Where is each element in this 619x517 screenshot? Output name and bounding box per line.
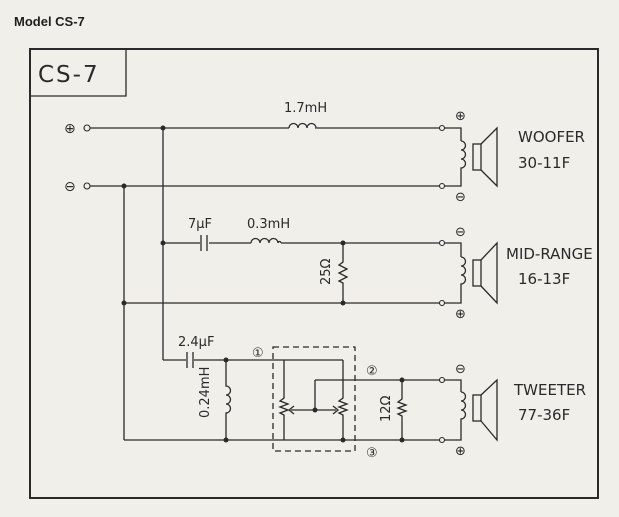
page-heading: Model CS-7 <box>14 14 85 29</box>
tweeter-top-polarity: ⊖ <box>455 362 466 377</box>
midrange-name: MID-RANGE <box>506 245 593 263</box>
diagram-title: CS-7 <box>38 62 100 88</box>
tweeter-inductor-symbol <box>225 360 232 440</box>
title-box <box>31 50 127 97</box>
woofer-model: 30-11F <box>518 154 570 172</box>
midrange-resistor-label: 25Ω <box>319 258 334 285</box>
tweeter-model: 77-36F <box>518 406 570 424</box>
woofer-name: WOOFER <box>518 128 585 146</box>
midrange-inductor-label: 0.3mH <box>247 217 290 232</box>
midrange-model: 16-13F <box>518 270 570 288</box>
woofer-inductor-label: 1.7mH <box>284 101 327 116</box>
woofer-inductor-symbol <box>288 122 318 130</box>
attenuator-terminal-2: ② <box>366 364 378 379</box>
attenuator-terminal-1: ① <box>252 346 264 361</box>
input-positive-terminal: ⊕ <box>64 121 76 137</box>
midrange-top-polarity: ⊖ <box>455 225 466 240</box>
input-negative-terminal: ⊖ <box>64 179 76 195</box>
tweeter-inductor-label: 0.24mH <box>198 367 213 418</box>
woofer-top-polarity: ⊕ <box>455 109 466 124</box>
midrange-capacitor-symbol <box>200 235 208 251</box>
tweeter-capacitor-symbol <box>186 352 194 368</box>
diagram-frame <box>29 48 599 499</box>
woofer-speaker-icon <box>460 126 498 188</box>
attenuator-box <box>272 346 356 452</box>
tweeter-capacitor-label: 2.4μF <box>178 335 214 350</box>
tweeter-speaker-icon <box>460 378 498 442</box>
midrange-capacitor-label: 7μF <box>188 217 212 232</box>
midrange-inductor-symbol <box>250 237 282 244</box>
midrange-speaker-icon <box>460 241 498 305</box>
attenuator-terminal-3: ③ <box>366 446 378 461</box>
tweeter-resistor-label: 12Ω <box>379 395 394 422</box>
woofer-bottom-polarity: ⊖ <box>455 190 466 205</box>
tweeter-resistor-symbol <box>396 380 408 440</box>
midrange-bottom-polarity: ⊕ <box>455 307 466 322</box>
midrange-resistor-symbol <box>337 243 349 303</box>
tweeter-name: TWEETER <box>513 381 586 399</box>
tweeter-bottom-polarity: ⊕ <box>455 444 466 459</box>
